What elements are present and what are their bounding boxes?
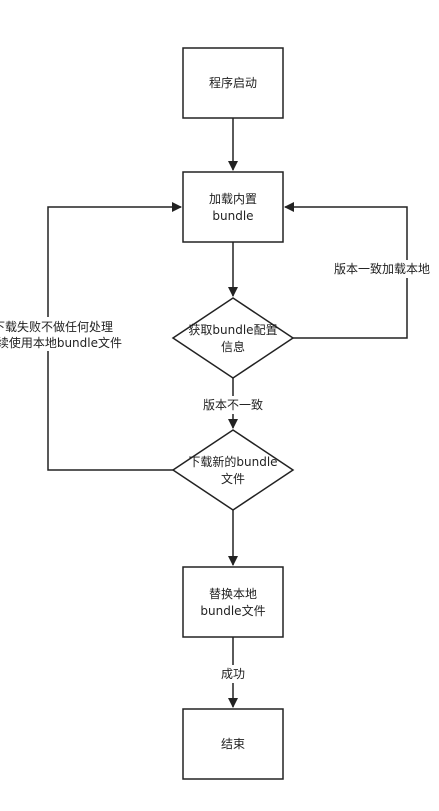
node-load-builtin-line1: 加载内置 xyxy=(209,192,257,206)
edge-label-success: 成功 xyxy=(221,667,245,681)
node-replace-line1: 替换本地 xyxy=(209,587,257,601)
node-get-config-line1: 获取bundle配置 xyxy=(188,323,277,337)
node-get-config: 获取bundle配置 信息 xyxy=(171,297,295,379)
node-end-label: 结束 xyxy=(221,737,245,751)
node-start: 程序启动 xyxy=(182,47,284,119)
node-start-label: 程序启动 xyxy=(209,75,257,90)
node-end: 结束 xyxy=(182,708,284,780)
node-replace: 替换本地 bundle文件 xyxy=(182,566,284,638)
node-replace-line2: bundle文件 xyxy=(200,603,265,618)
edge-label-download-fail-1: 下载失败不做任何处理 xyxy=(0,319,113,334)
node-load-builtin: 加载内置 bundle xyxy=(182,171,284,243)
node-download-line1: 下载新的bundle xyxy=(188,454,277,469)
node-download-line2: 文件 xyxy=(221,471,245,486)
edge-label-version-same: 版本一致加载本地 xyxy=(334,262,430,276)
edge-label-download-fail-2: 继续使用本地bundle文件 xyxy=(0,335,122,350)
edge-label-version-diff: 版本不一致 xyxy=(203,398,263,412)
node-get-config-line2: 信息 xyxy=(221,339,245,354)
node-download: 下载新的bundle 文件 xyxy=(171,429,295,511)
node-load-builtin-line2: bundle xyxy=(212,209,253,223)
